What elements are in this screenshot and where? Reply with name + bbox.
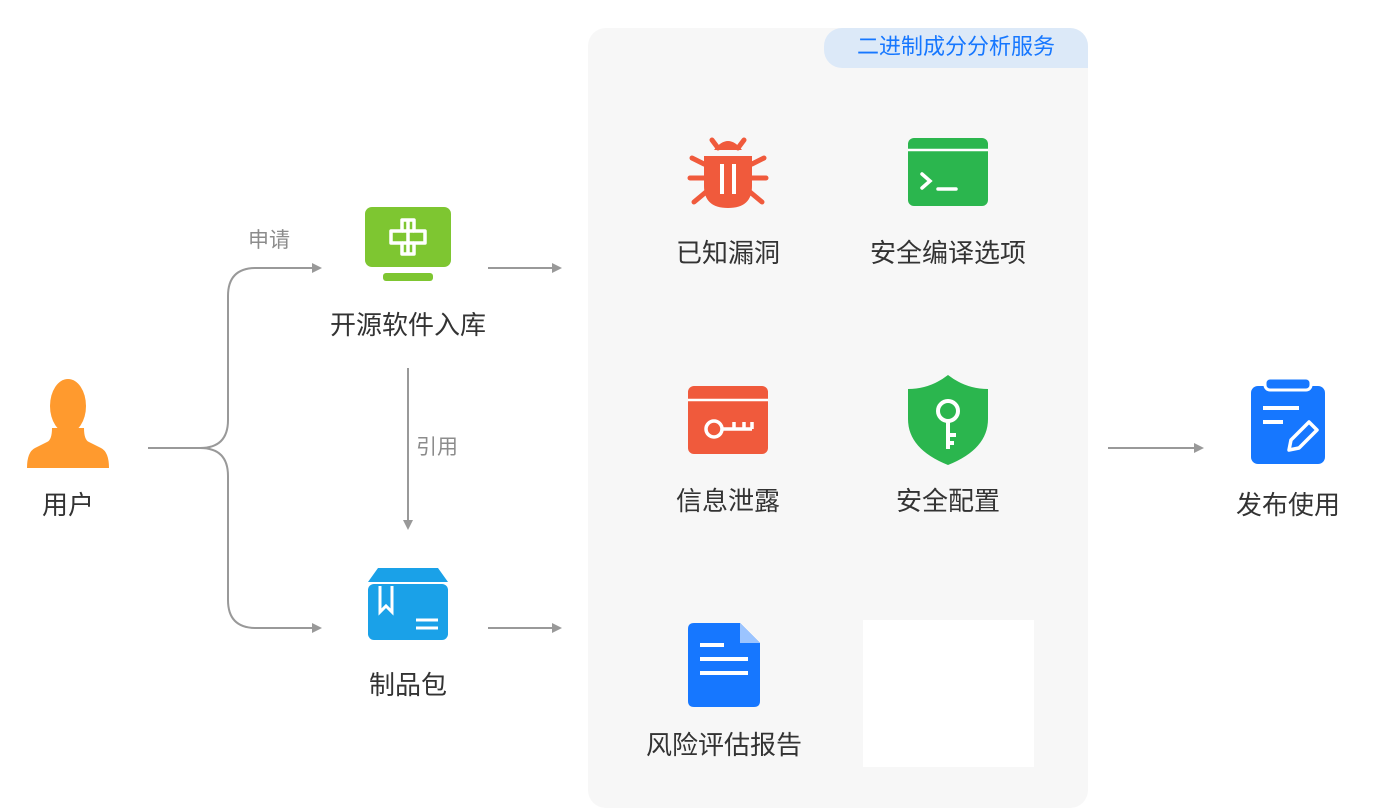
document-icon: [688, 623, 760, 707]
service-title: 二进制成分分析服务: [824, 28, 1088, 68]
product-package-label: 制品包: [368, 671, 447, 701]
key-card-icon: [688, 386, 768, 454]
risk-assessment-report-label: 风险评估报告: [645, 731, 802, 761]
user-icon: [27, 379, 109, 468]
user-label: 用户: [41, 491, 94, 521]
apply-edge-label: 申请: [248, 228, 290, 252]
empty-placeholder-cell: [863, 620, 1034, 767]
monitor-plus-icon: [365, 207, 451, 281]
secure-compile-options-label: 安全编译选项: [869, 239, 1026, 269]
oss-library-label: 开源软件入库: [329, 311, 486, 341]
shield-key-icon: [908, 375, 988, 465]
package-box-icon: [368, 568, 448, 640]
user-branch-line: [148, 263, 322, 449]
clipboard-edit-icon: [1251, 376, 1325, 464]
bug-icon: [687, 137, 769, 208]
secure-configuration-label: 安全配置: [895, 487, 1000, 517]
reference-edge-label: 引用: [416, 435, 458, 459]
user-branch-line-lower: [199, 447, 322, 633]
terminal-icon: [908, 138, 988, 206]
information-leakage-label: 信息泄露: [675, 487, 780, 517]
release-label: 发布使用: [1235, 491, 1340, 521]
known-vulnerabilities-label: 已知漏洞: [675, 239, 780, 269]
